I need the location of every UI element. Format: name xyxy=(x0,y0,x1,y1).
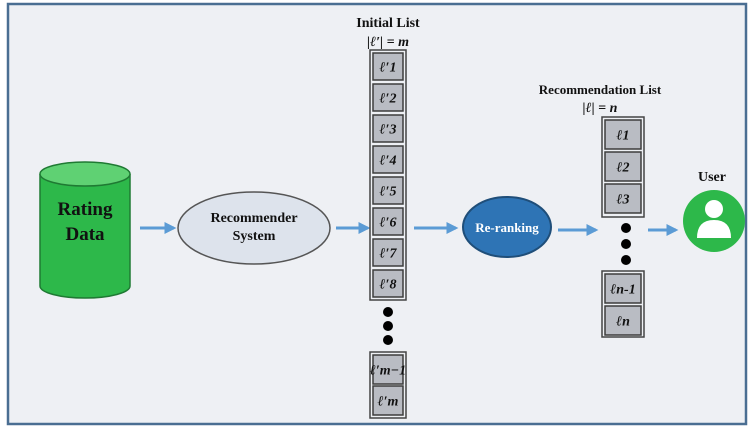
initial-list-item-label: ℓ′6 xyxy=(380,216,397,231)
initial-list-item-label: ℓ′5 xyxy=(380,185,397,200)
initial-list-item: ℓ′1 xyxy=(372,52,404,81)
reranking-ellipse xyxy=(462,196,552,258)
recommendation-list-item: ℓn xyxy=(604,305,642,336)
initial-list-item: ℓ′3 xyxy=(372,114,404,143)
user-label: User xyxy=(698,170,726,185)
ellipsis-dot xyxy=(383,321,393,331)
user-icon-head xyxy=(705,200,723,218)
recommendation-list-item-box xyxy=(604,273,642,304)
recommender-system-node: Recommender System xyxy=(177,191,331,265)
recommendation-list-title: Recommendation List xyxy=(539,82,662,97)
recommendation-list-item-label: ℓn xyxy=(616,315,630,330)
initial-list-item-box xyxy=(372,207,404,236)
initial-list-item-label: ℓ′4 xyxy=(380,154,397,169)
ellipsis-dot xyxy=(383,307,393,317)
recommender-label-line1: Recommender xyxy=(210,211,297,226)
user-icon-body xyxy=(697,220,731,238)
initial-list-item-box xyxy=(372,238,404,267)
initial-list-item: ℓ′5 xyxy=(372,176,404,205)
recommendation-list-item-label: ℓ1 xyxy=(617,129,630,144)
initial-list-item: ℓ′m−1 xyxy=(370,354,406,385)
initial-list-item-box xyxy=(372,354,404,385)
recommendation-list-item: ℓ1 xyxy=(604,119,642,150)
initial-list-item: ℓ′2 xyxy=(372,83,404,112)
initial-list-item-box xyxy=(372,269,404,298)
recommendation-list-item-label: ℓn-1 xyxy=(610,283,635,298)
initial-list-item-box xyxy=(372,52,404,81)
initial-list-item: ℓ′8 xyxy=(372,269,404,298)
initial-list-item-label: ℓ′2 xyxy=(380,92,397,107)
recommendation-list-size: |ℓ| = n xyxy=(583,101,618,116)
initial-list-item-box xyxy=(372,385,404,416)
recommendation-list-item-box xyxy=(604,119,642,150)
initial-list-item-box xyxy=(372,145,404,174)
recommendation-list-item-box xyxy=(604,183,642,214)
initial-list-item-label: ℓ′1 xyxy=(380,61,397,76)
ellipsis-dot xyxy=(621,255,631,265)
initial-list-item-box xyxy=(372,176,404,205)
reranking-label: Re-ranking xyxy=(475,220,539,235)
initial-list-size: |ℓ′| = m xyxy=(367,35,409,50)
recommendation-list-item-label: ℓ2 xyxy=(617,161,630,176)
recommendation-list-item: ℓ2 xyxy=(604,151,642,182)
user-node: User xyxy=(683,170,745,252)
ellipsis-dot xyxy=(383,335,393,345)
cylinder-top xyxy=(39,161,131,187)
recommender-label-line2: System xyxy=(233,229,276,244)
recommendation-list: ℓ1 ℓ2 ℓ3 ℓn-1 ℓn xyxy=(601,116,645,338)
initial-list: ℓ′1 ℓ′2 ℓ′3 ℓ′4 ℓ′5 ℓ′6 ℓ′7 ℓ′8 ℓ′m−1 ℓ′m xyxy=(369,49,407,419)
cylinder-body xyxy=(39,174,131,299)
initial-list-item-box xyxy=(372,114,404,143)
initial-list-item-label: ℓ′m xyxy=(378,395,399,410)
rating-data-label-line1: Rating xyxy=(58,199,113,220)
initial-list-title: Initial List xyxy=(356,16,420,31)
ellipsis-dot xyxy=(621,223,631,233)
initial-list-item-label: ℓ′m−1 xyxy=(370,364,406,379)
initial-list-item: ℓ′m xyxy=(372,385,404,416)
rating-data-cylinder: Rating Data xyxy=(39,161,131,299)
user-icon xyxy=(697,200,731,238)
recommendation-list-item-label: ℓ3 xyxy=(617,193,630,208)
recommendation-list-item: ℓ3 xyxy=(604,183,642,214)
initial-list-item-box xyxy=(372,83,404,112)
initial-list-item-label: ℓ′3 xyxy=(380,123,397,138)
recommendation-list-item-box xyxy=(604,151,642,182)
initial-list-item: ℓ′4 xyxy=(372,145,404,174)
recommender-ellipse xyxy=(177,191,331,265)
initial-list-item: ℓ′6 xyxy=(372,207,404,236)
ellipsis-dot xyxy=(621,239,631,249)
rating-data-label-line2: Data xyxy=(65,224,105,245)
recommendation-list-item: ℓn-1 xyxy=(604,273,642,304)
reranking-node: Re-ranking xyxy=(462,196,552,258)
initial-list-item-label: ℓ′8 xyxy=(380,278,397,293)
recommendation-list-item-box xyxy=(604,305,642,336)
initial-list-item: ℓ′7 xyxy=(372,238,404,267)
initial-list-item-label: ℓ′7 xyxy=(380,247,398,262)
